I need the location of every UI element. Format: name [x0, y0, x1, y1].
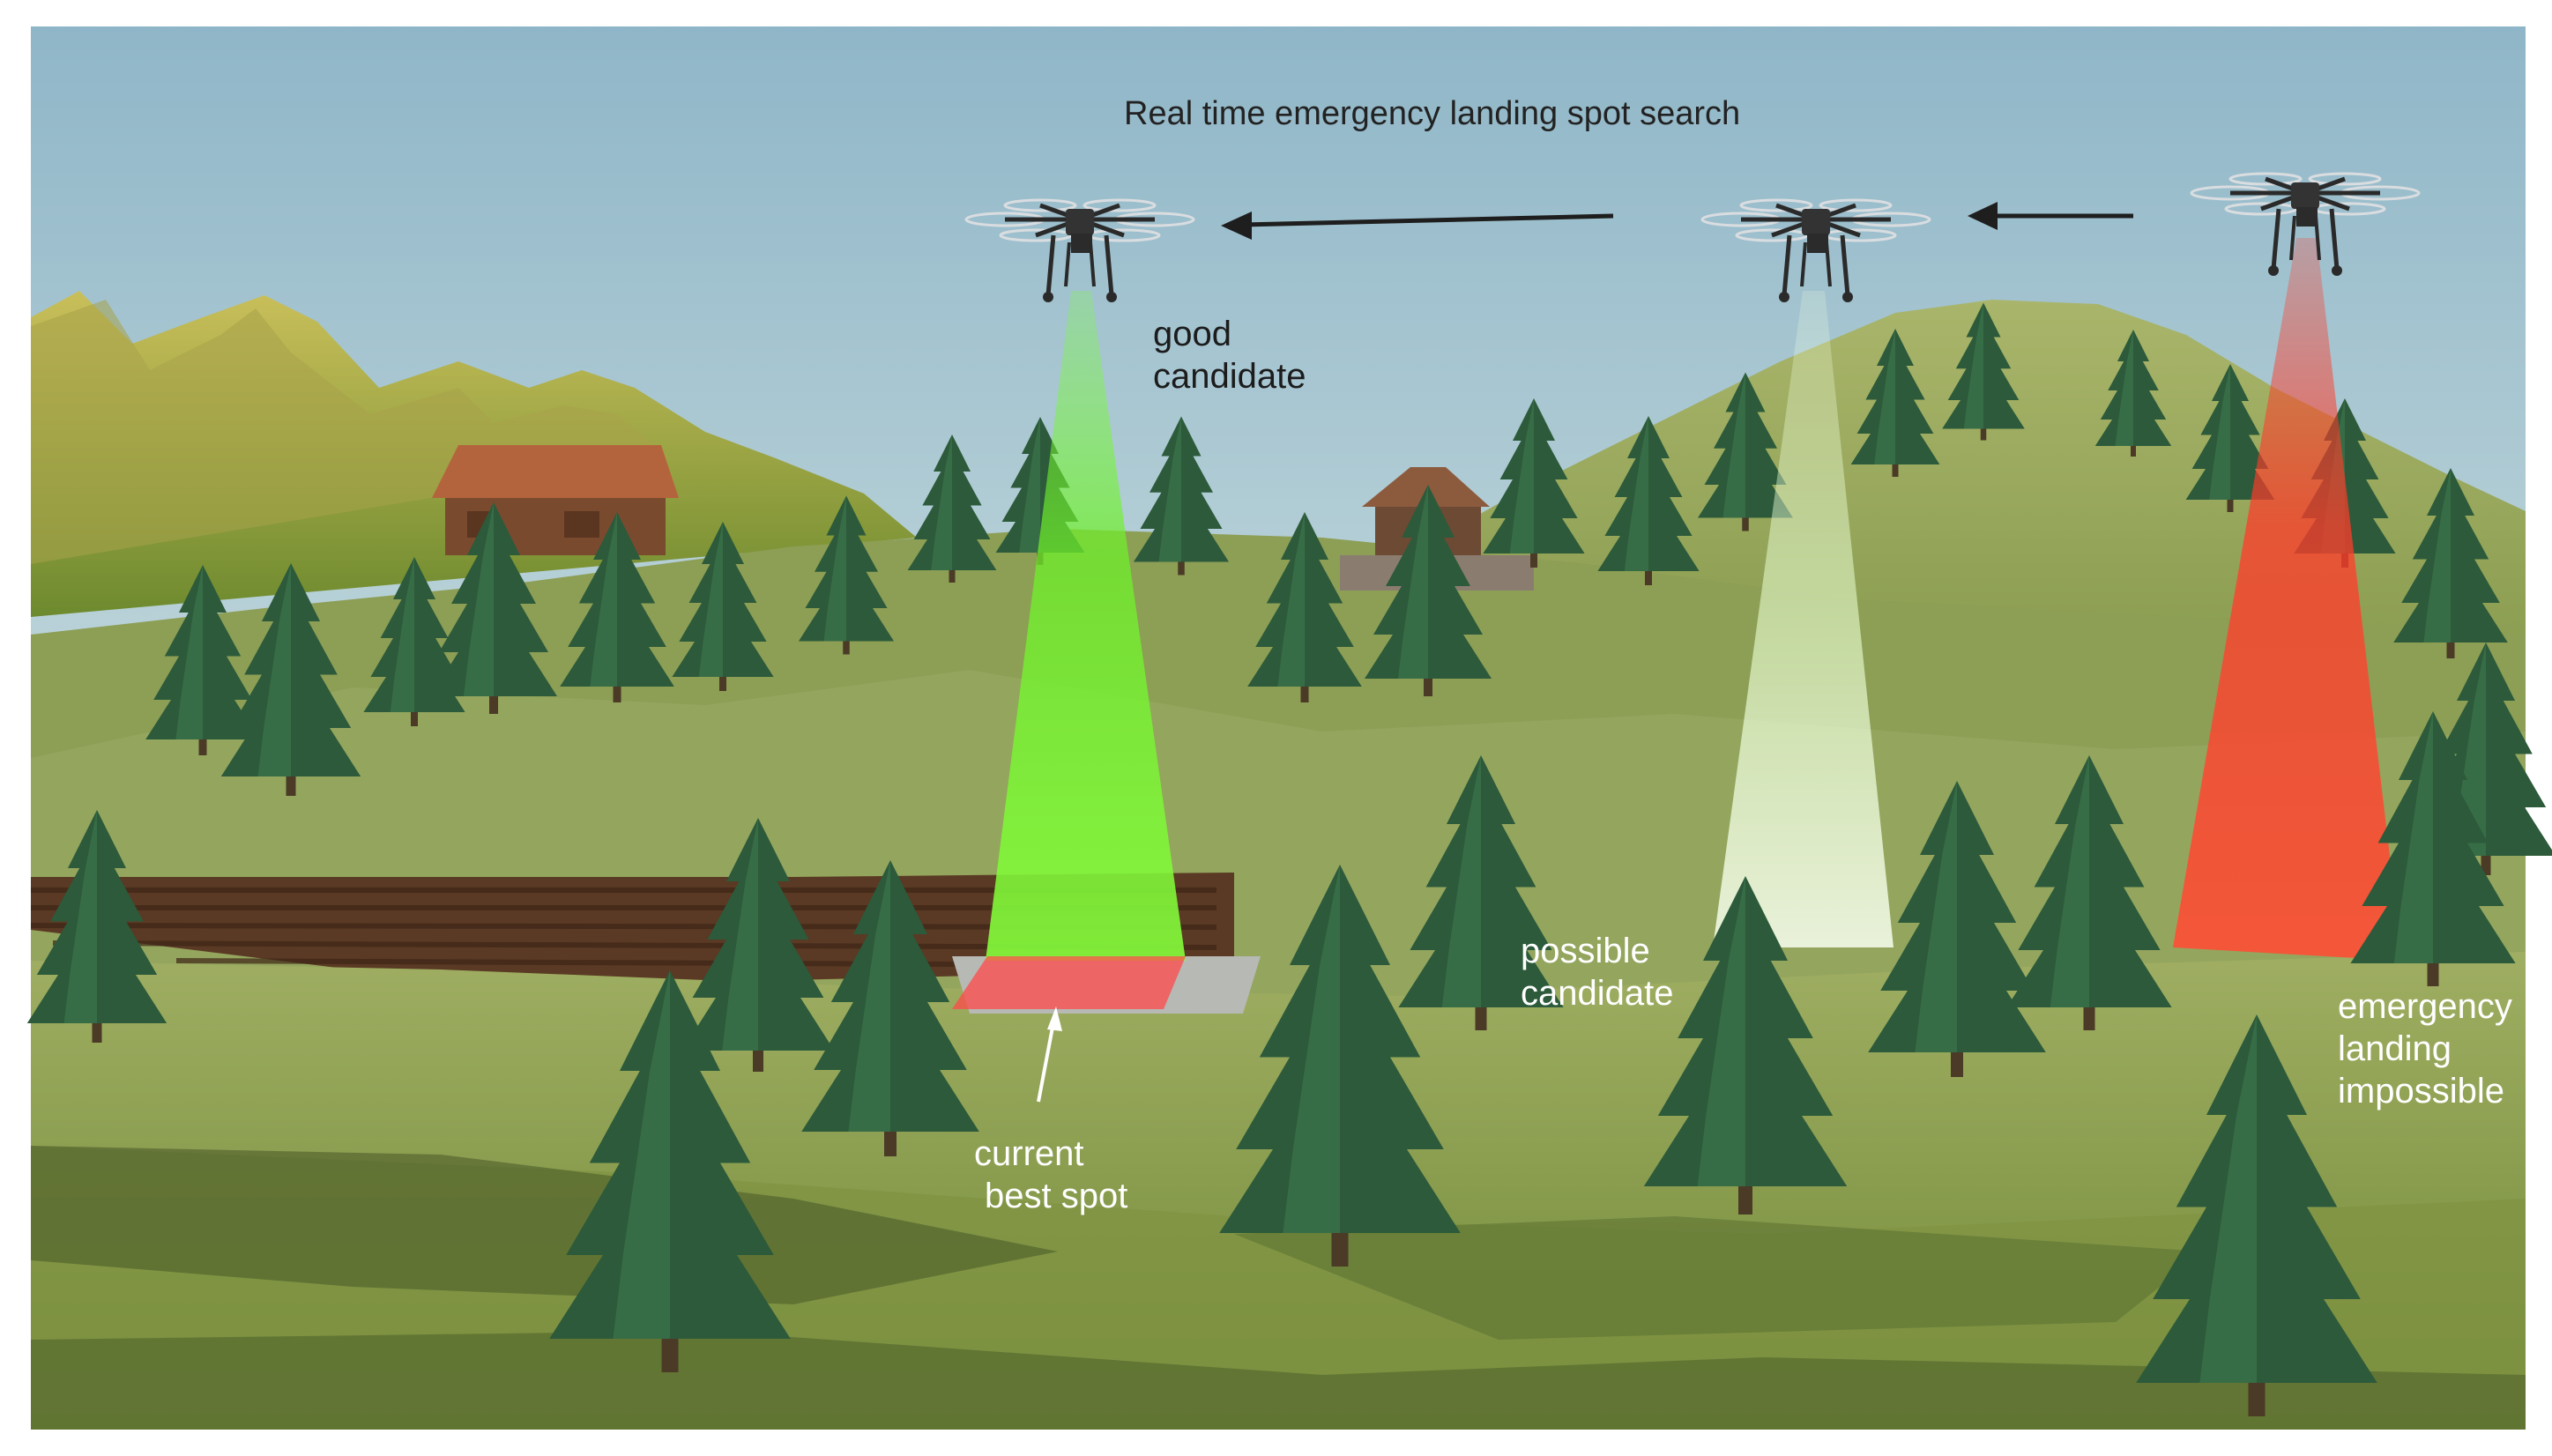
current-best-spot-marker [952, 956, 1186, 1009]
beam-possible-candidate [1713, 291, 1894, 947]
label-current-best-spot: current best spot [974, 1134, 1128, 1215]
pointer-arrow [1037, 1007, 1062, 1103]
label-emergency-landing-impossible: emergency landing impossible [2338, 987, 2512, 1111]
arrow-left-icon [1968, 202, 2133, 230]
label-possible-candidate: possible candidate [1521, 932, 1674, 1013]
label-good-candidate: good candidate [1153, 315, 1306, 396]
diagram-title: Real time emergency landing spot search [1124, 95, 1741, 132]
beam-impossible [2173, 238, 2402, 961]
house-icon [432, 445, 679, 555]
beam-good-candidate [986, 291, 1186, 961]
plowed-field [31, 873, 1234, 987]
arrow-left-icon [1221, 212, 1614, 240]
